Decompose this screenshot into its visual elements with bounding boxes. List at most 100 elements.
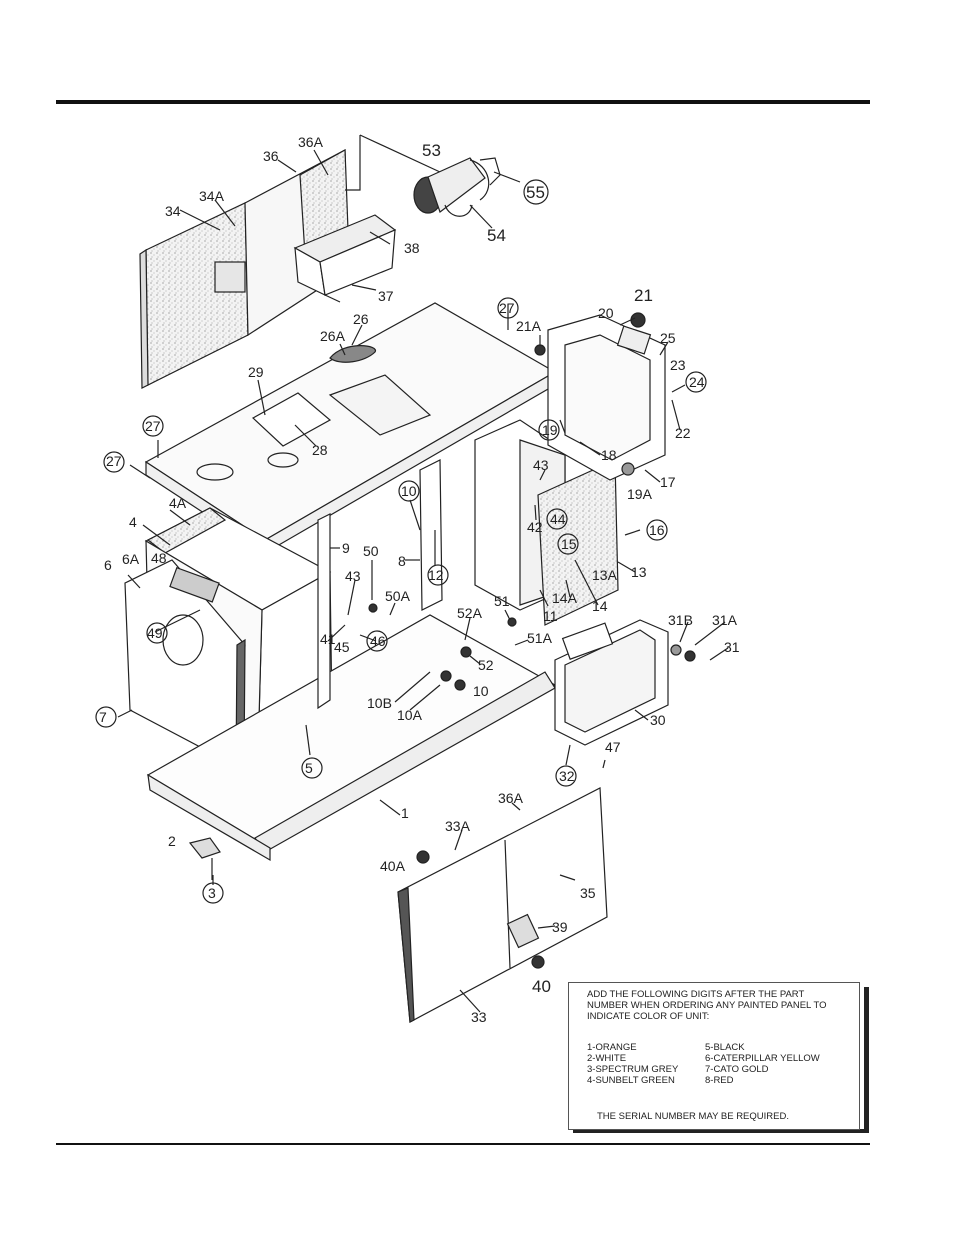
callout-30: 30	[650, 712, 666, 728]
footer-rule	[56, 1143, 870, 1145]
callout-27b: 27	[145, 418, 161, 434]
fastener-52	[460, 646, 472, 658]
callout-20: 20	[598, 305, 614, 321]
note-shadow-right	[864, 987, 869, 1133]
callout-43b: 43	[345, 568, 361, 584]
color-code: 1-ORANGE	[587, 1042, 637, 1053]
callout-44: 44	[550, 511, 566, 527]
callout-labels: 36A 36 34A 34 53 55 54 38 37 27 21A 20 2…	[99, 134, 740, 1025]
callout-52A: 52A	[457, 605, 483, 621]
upright-9	[317, 513, 331, 710]
callout-23: 23	[670, 357, 686, 373]
color-code: 6-CATERPILLAR YELLOW	[705, 1053, 820, 1064]
color-code: 3-SPECTRUM GREY	[587, 1064, 679, 1075]
callout-55: 55	[526, 183, 545, 202]
callout-4A: 4A	[169, 495, 187, 511]
callout-47: 47	[605, 739, 621, 755]
panel-34	[145, 202, 249, 386]
callout-28: 28	[312, 442, 328, 458]
callout-31: 31	[724, 639, 740, 655]
callout-35: 35	[580, 885, 596, 901]
callout-46: 46	[370, 633, 386, 649]
part-2	[188, 837, 221, 859]
callout-40: 40	[532, 977, 551, 996]
callout-16: 16	[649, 522, 665, 538]
callout-12: 12	[428, 567, 444, 583]
upright-12	[419, 459, 443, 611]
callout-11: 11	[543, 608, 558, 624]
callout-40A: 40A	[380, 858, 406, 874]
fastener-40	[531, 955, 545, 969]
color-code: 4-SUNBELT GREEN	[587, 1075, 675, 1086]
callout-51A: 51A	[527, 630, 553, 646]
callout-50: 50	[363, 543, 379, 559]
callout-36A: 36A	[298, 134, 324, 150]
callout-52: 52	[478, 657, 494, 673]
color-code-note: ADD THE FOLLOWING DIGITS AFTER THE PART …	[568, 982, 860, 1130]
fastener-10A	[440, 670, 452, 682]
callout-19A: 19A	[627, 486, 653, 502]
callout-1: 1	[401, 805, 409, 821]
callout-26A: 26A	[320, 328, 346, 344]
callout-36: 36	[263, 148, 279, 164]
callout-27: 27	[499, 300, 515, 316]
plate-28	[251, 392, 332, 447]
callout-45: 45	[334, 639, 350, 655]
callout-21: 21	[634, 286, 653, 305]
callout-31B: 31B	[668, 612, 693, 628]
callout-10b: 10	[473, 683, 489, 699]
callout-4: 4	[129, 514, 137, 530]
callout-50A: 50A	[385, 588, 411, 604]
color-column-left: 1-ORANGE 2-WHITE 3-SPECTRUM GREY 4-SUNBE…	[587, 1042, 705, 1086]
callout-34: 34	[165, 203, 181, 219]
callout-29: 29	[248, 364, 264, 380]
callout-38: 38	[404, 240, 420, 256]
callout-25: 25	[660, 330, 676, 346]
callout-54: 54	[487, 226, 506, 245]
color-code: 8-RED	[705, 1075, 734, 1086]
callout-39: 39	[552, 919, 568, 935]
color-code: 7-CATO GOLD	[705, 1064, 769, 1075]
fastener-31B	[670, 644, 682, 656]
callout-26: 26	[353, 311, 369, 327]
callout-9: 9	[342, 540, 350, 556]
callout-15: 15	[561, 536, 577, 552]
callout-51: 51	[494, 593, 510, 609]
fastener-40A	[416, 850, 430, 864]
callout-33: 33	[471, 1009, 487, 1025]
color-code: 5-BLACK	[705, 1042, 745, 1053]
serial-number-note: THE SERIAL NUMBER MAY BE REQUIRED.	[597, 1111, 789, 1122]
fastener-31A	[684, 650, 696, 662]
callout-21A: 21A	[516, 318, 542, 334]
callout-42: 42	[527, 519, 543, 535]
drawing-lines	[117, 134, 729, 1023]
callout-27c: 27	[106, 453, 122, 469]
header-rule	[56, 100, 870, 104]
callout-18: 18	[601, 447, 617, 463]
callout-53: 53	[422, 141, 441, 160]
callout-33A: 33A	[445, 818, 471, 834]
callout-32: 32	[559, 768, 575, 784]
callout-17: 17	[660, 474, 676, 490]
callout-2: 2	[168, 833, 176, 849]
fastener-19A	[621, 462, 635, 476]
callout-31A: 31A	[712, 612, 738, 628]
callout-10A: 10A	[397, 707, 423, 723]
callout-19: 19	[542, 422, 558, 438]
callout-10: 10	[401, 483, 417, 499]
color-code: 2-WHITE	[587, 1053, 627, 1064]
callout-5: 5	[305, 760, 313, 776]
callout-24: 24	[689, 374, 705, 390]
note-intro: ADD THE FOLLOWING DIGITS AFTER THE PART …	[587, 989, 827, 1022]
fastener-21	[630, 312, 646, 328]
callout-14: 14	[592, 598, 608, 614]
callout-43: 43	[533, 457, 549, 473]
note-shadow-bottom	[573, 1129, 869, 1133]
fastener-50	[368, 603, 378, 613]
callout-48: 48	[151, 550, 167, 566]
color-code-list: 1-ORANGE 2-WHITE 3-SPECTRUM GREY 4-SUNBE…	[587, 1042, 845, 1086]
callout-37: 37	[378, 288, 394, 304]
callout-34A: 34A	[199, 188, 225, 204]
callout-10B: 10B	[367, 695, 392, 711]
